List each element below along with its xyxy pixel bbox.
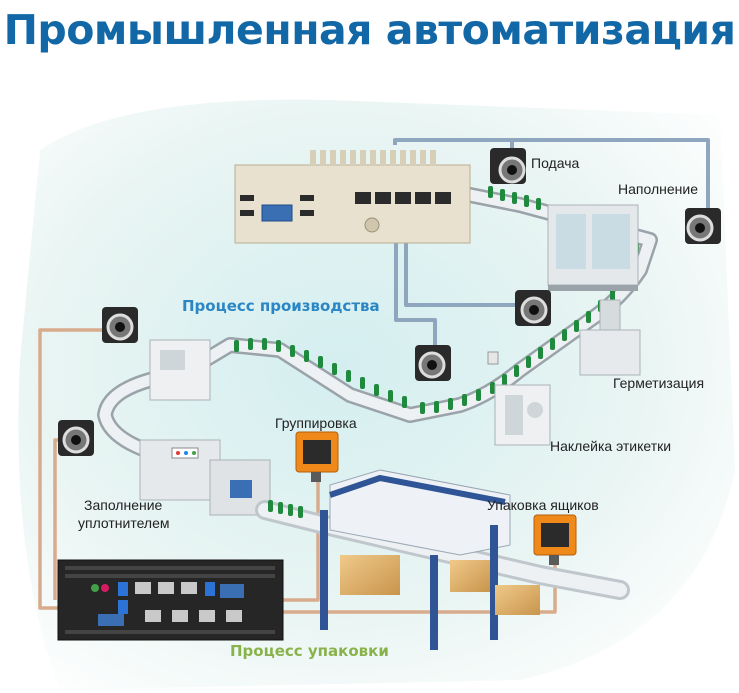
- label-filler-line2: уплотнителем: [78, 515, 170, 531]
- industrial-camera-icon-line: [415, 345, 451, 381]
- sealing-machine: [487, 299, 641, 376]
- embedded-pc-icon-top: [234, 150, 471, 244]
- barcode-reader-icon-box-packing: [533, 514, 577, 565]
- label-packaging-process: Процесс упаковки: [230, 642, 389, 660]
- label-filling: Наполнение: [618, 181, 698, 197]
- label-feeding: Подача: [531, 155, 580, 171]
- label-production-process: Процесс производства: [182, 297, 380, 315]
- industrial-camera-icon-filling: [685, 208, 721, 244]
- labeling-machine: [494, 384, 551, 446]
- filling-machine: [547, 204, 639, 291]
- industrial-camera-icon-sealing: [515, 290, 551, 326]
- label-box-packing: Упаковка ящиков: [487, 497, 599, 513]
- box-packing-station: [320, 469, 540, 650]
- label-filler-line1: Заполнение: [84, 497, 163, 513]
- embedded-pc-icon-bottom: [57, 559, 284, 641]
- packaging-machine-left: [139, 339, 271, 516]
- label-labeling: Наклейка этикетки: [550, 438, 672, 454]
- barcode-reader-icon-grouping: [295, 431, 339, 482]
- page-title: Промышленная автоматизация: [3, 6, 736, 54]
- label-grouping: Группировка: [275, 415, 357, 431]
- industrial-camera-icon-feed: [490, 148, 526, 184]
- vision-cables: [393, 138, 710, 350]
- industrial-camera-icon-pack-1: [102, 307, 138, 343]
- label-sealing: Герметизация: [613, 375, 705, 391]
- industrial-camera-icon-pack-2: [58, 420, 94, 456]
